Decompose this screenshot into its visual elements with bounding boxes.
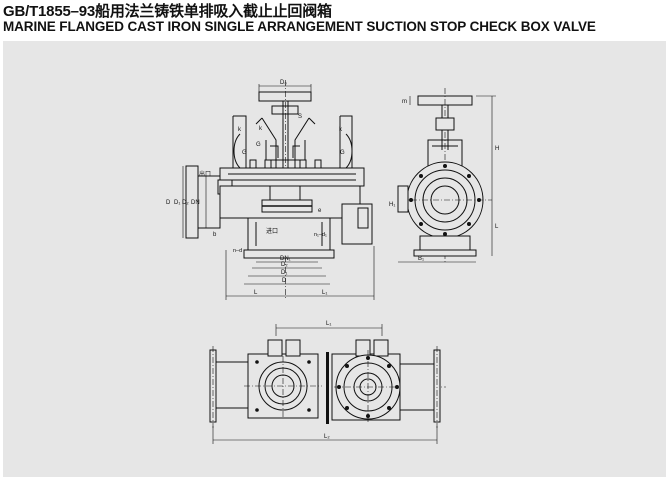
dim-d: D (166, 200, 171, 206)
dim-g-right: G (340, 150, 345, 156)
dim-l: L (254, 290, 258, 296)
title-code: GB/T1855–93 (3, 3, 96, 20)
dim-d2: D₂ (182, 200, 189, 206)
dim-h1: H₁ (389, 202, 395, 208)
dim-k-left: k (238, 127, 242, 133)
plan-separator (326, 352, 329, 424)
dim-l-side: L (495, 224, 499, 230)
dim-b1: B₁ (418, 256, 424, 262)
dim-k: k (259, 126, 263, 132)
dim-e: e (318, 208, 322, 214)
dim-l1: L₁ (322, 290, 327, 296)
dim-d1-bottom: D₁ (281, 270, 287, 276)
dim-d0: D₀ (280, 80, 287, 86)
dim-g-left: G (242, 150, 247, 156)
dim-d-bottom: D (282, 278, 287, 284)
front-view: D₀ S k G k k G G (166, 80, 375, 300)
dim-h: H (495, 146, 499, 152)
dim-k-right: k (339, 127, 343, 133)
plan-round-bolts (337, 356, 399, 418)
dim-g: G (256, 142, 261, 148)
dim-l2: L₂ (324, 434, 330, 440)
dim-s: S (298, 114, 302, 120)
dim-d2-bottom: D₂ (281, 262, 288, 268)
page-subtitle: MARINE FLANGED CAST IRON SINGLE ARRANGEM… (3, 19, 596, 34)
port-inlet-front: 进口 (266, 227, 278, 235)
dim-b: b (213, 232, 217, 238)
dim-d1: D₁ (174, 200, 180, 206)
page-title: GB/T1855–93船用法兰铸铁单排吸入截止止回阀箱 (3, 0, 332, 21)
dim-dn: DN (191, 200, 200, 206)
dim-l1-plan: L₁ (326, 321, 331, 327)
side-view: m H₁ H L B₁ (389, 88, 499, 263)
inlet-flange (243, 249, 335, 259)
handwheel (258, 91, 312, 102)
port-outlet-front: 出口 (199, 170, 211, 178)
plan-view: L₁ (209, 321, 446, 444)
title-chinese: 船用法兰铸铁单排吸入截止止回阀箱 (95, 3, 332, 20)
dim-n1d1: n₁–d₁ (314, 232, 327, 238)
dim-dn1: DN₁ (280, 256, 291, 262)
dim-n-d: n–d (233, 248, 242, 254)
dim-m: m (402, 99, 407, 105)
